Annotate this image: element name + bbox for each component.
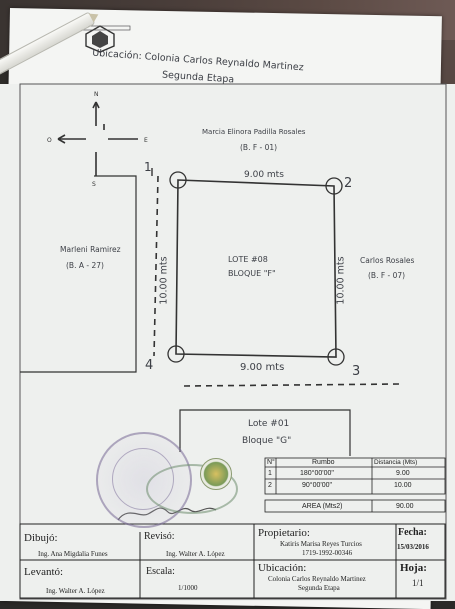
paper-sheet xyxy=(0,84,455,601)
title-block-grid xyxy=(19,523,446,599)
reviewed-by-value: Ing. Walter A. López xyxy=(166,550,225,558)
owner-value: Katiris Marisa Reyes Turcios xyxy=(280,540,362,548)
south-neighbor-code: Bloque "G" xyxy=(242,436,292,446)
bearing-table-grid xyxy=(264,457,446,513)
compass-west-label: O xyxy=(47,137,52,144)
sheet-value: 1/1 xyxy=(412,578,424,588)
table-row-1-distance: 9.00 xyxy=(396,470,410,477)
vertex-3-marker xyxy=(327,348,345,366)
compass-south-label: S xyxy=(92,181,96,188)
vertex-2-label: 2 xyxy=(344,176,353,191)
dimension-top: 9.00 mts xyxy=(244,170,284,180)
compass-east-label: E xyxy=(144,137,148,144)
south-neighbor-name: Lote #01 xyxy=(248,419,290,429)
dimension-left: 10.00 mts xyxy=(158,256,170,305)
table-header-distance: Distancia (Mts) xyxy=(374,459,418,466)
area-label: AREA (Mts2) xyxy=(302,503,343,510)
lot-polygon xyxy=(175,179,337,358)
date-value: 15/03/2016 xyxy=(397,543,429,551)
location-value-stage: Segunda Etapa xyxy=(298,584,340,592)
table-row-2-distance: 10.00 xyxy=(394,482,412,489)
reviewed-by-label: Revisó: xyxy=(144,531,175,542)
area-value: 90.00 xyxy=(396,503,414,510)
east-neighbor-name: Carlos Rosales xyxy=(360,256,415,265)
north-neighbor-code: (B. F - 01) xyxy=(240,143,278,152)
vertex-1-marker xyxy=(169,171,187,189)
vertex-2-marker xyxy=(325,177,343,195)
vertex-4-label: 4 xyxy=(145,358,154,373)
drawn-by-value: Ing. Ana Migdalia Funes xyxy=(38,550,108,558)
east-neighbor-code: (B. F - 07) xyxy=(368,271,406,280)
official-stamp-oval xyxy=(146,464,238,514)
table-row-1-bearing: 180°00'00" xyxy=(300,470,334,477)
table-header-number: N° xyxy=(267,459,275,466)
municipal-logo-icon xyxy=(69,25,131,53)
south-neighbor-boundary xyxy=(179,409,351,456)
west-neighbor-name: Marleni Ramirez xyxy=(60,245,121,254)
drawn-by-label: Dibujó: xyxy=(24,532,58,544)
owner-label: Propietario: xyxy=(258,527,310,539)
table-row-2-number: 2 xyxy=(268,482,272,489)
sheet-label: Hoja: xyxy=(400,562,427,574)
vertex-3-label: 3 xyxy=(352,364,361,379)
compass-north-label: N xyxy=(94,91,99,98)
west-neighbor-boundary xyxy=(20,175,137,373)
west-neighbor-code: (B. A - 27) xyxy=(66,261,104,270)
lot-block: BLOQUE "F" xyxy=(228,269,276,278)
north-neighbor-name: Marcia Elinora Padilla Rosales xyxy=(202,128,306,136)
scale-value: 1/1000 xyxy=(178,584,198,592)
dimension-bottom: 9.00 mts xyxy=(240,362,285,373)
drawing-frame xyxy=(19,83,447,600)
municipal-seal-icon xyxy=(200,458,232,490)
compass-icon xyxy=(57,101,138,176)
surveyed-by-label: Levantó: xyxy=(24,566,64,578)
surveyed-by-value: Ing. Walter A. López xyxy=(46,587,105,595)
lot-number: LOTE #08 xyxy=(228,255,268,264)
dimension-right: 10.00 mts xyxy=(335,256,347,305)
date-label: Fecha: xyxy=(398,527,427,538)
dashed-line-south xyxy=(183,383,401,387)
table-row-2-bearing: 90°00'00" xyxy=(302,482,332,489)
scale-label: Escala: xyxy=(146,566,175,577)
vertex-4-marker xyxy=(167,345,185,363)
vertex-1-label: 1 xyxy=(144,160,152,174)
table-header-bearing: Rumbo xyxy=(312,459,335,466)
location-label: Ubicación: xyxy=(258,562,307,574)
table-row-1-number: 1 xyxy=(268,470,272,477)
owner-id: 1719-1992-00346 xyxy=(302,549,353,557)
location-value: Colonia Carlos Reynaldo Martinez xyxy=(268,575,366,583)
dashed-line-west xyxy=(153,175,159,357)
